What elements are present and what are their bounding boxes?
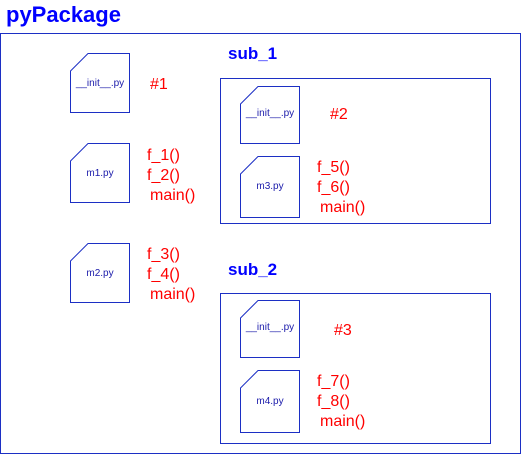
- root-init-file-icon: __init__.py: [70, 53, 130, 113]
- m3-functions: f_5() f_6() main(): [317, 158, 365, 218]
- m1-functions: f_1() f_2() main(): [147, 146, 195, 206]
- function-name: f_2(): [147, 167, 180, 184]
- m4-file-label: m4.py: [256, 396, 284, 407]
- sub-2-init-note: #3: [334, 322, 352, 339]
- sub-1-box: [220, 78, 491, 224]
- sub-1-init-file-icon: __init__.py: [240, 86, 300, 144]
- sub-1-init-note: #2: [330, 106, 348, 123]
- function-name: f_5(): [317, 159, 350, 176]
- sub-1-init-file-label: __init__.py: [245, 108, 295, 119]
- root-init-file-label: __init__.py: [75, 78, 125, 89]
- function-name: f_7(): [317, 373, 350, 390]
- function-name: f_8(): [317, 393, 350, 410]
- function-name: main(): [150, 187, 196, 204]
- sub-2-title: sub_2: [228, 260, 278, 279]
- m2-file-icon: m2.py: [70, 243, 130, 303]
- function-name: f_1(): [147, 147, 180, 164]
- m2-functions: f_3() f_4() main(): [147, 245, 195, 305]
- function-name: f_4(): [147, 266, 180, 283]
- function-name: f_6(): [317, 179, 350, 196]
- function-name: main(): [150, 286, 196, 303]
- m3-file-label: m3.py: [256, 181, 284, 192]
- sub-2-init-file-label: __init__.py: [245, 322, 295, 333]
- m2-file-label: m2.py: [86, 268, 114, 279]
- sub-1-title: sub_1: [228, 44, 278, 63]
- package-title: pyPackage: [6, 2, 121, 27]
- m3-file-icon: m3.py: [240, 156, 300, 218]
- m1-file-icon: m1.py: [70, 143, 130, 203]
- sub-2-box: [220, 293, 491, 444]
- function-name: f_3(): [147, 246, 180, 263]
- m1-file-label: m1.py: [86, 168, 114, 179]
- sub-2-init-file-icon: __init__.py: [240, 300, 300, 358]
- function-name: main(): [320, 199, 366, 216]
- m4-file-icon: m4.py: [240, 370, 300, 433]
- m4-functions: f_7() f_8() main(): [317, 372, 365, 432]
- function-name: main(): [320, 413, 366, 430]
- root-init-note: #1: [150, 76, 168, 93]
